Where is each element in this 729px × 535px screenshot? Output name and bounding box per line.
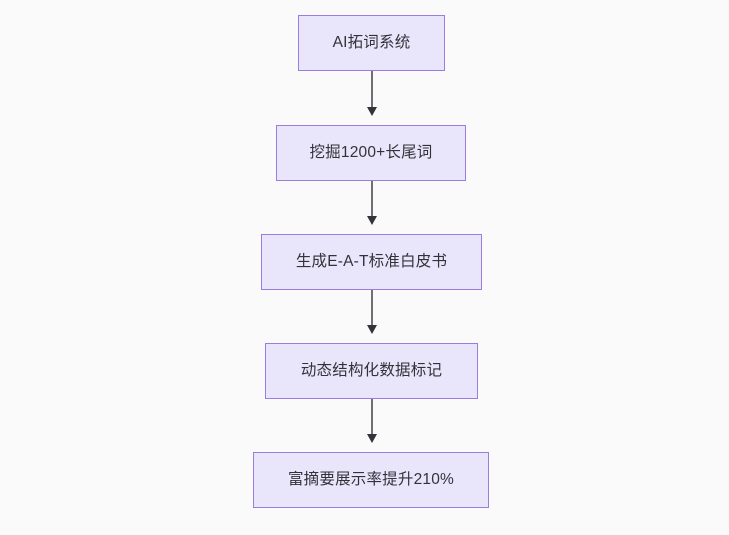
flow-node-ai-keyword-system[interactable]: AI拓词系统: [298, 15, 445, 71]
arrowhead-icon: [366, 325, 377, 334]
arrowhead-icon: [366, 107, 377, 116]
flow-node-label: 挖掘1200+长尾词: [309, 144, 433, 162]
arrowhead-icon: [366, 216, 377, 225]
flow-node-structured-data-markup[interactable]: 动态结构化数据标记: [265, 343, 478, 399]
edge-line: [371, 290, 373, 325]
flow-node-label: 生成E-A-T标准白皮书: [295, 253, 448, 271]
flow-node-longtail-mining[interactable]: 挖掘1200+长尾词: [276, 125, 466, 181]
edge-line: [371, 71, 373, 107]
arrowhead-icon: [366, 434, 377, 443]
flow-node-label: AI拓词系统: [332, 34, 411, 52]
edge-line: [371, 181, 373, 216]
flow-node-rich-snippet-result[interactable]: 富摘要展示率提升210%: [253, 452, 489, 508]
edge-line: [371, 399, 373, 434]
flow-node-eat-whitepaper[interactable]: 生成E-A-T标准白皮书: [261, 234, 482, 290]
flow-node-label: 富摘要展示率提升210%: [287, 471, 455, 489]
flow-node-label: 动态结构化数据标记: [300, 362, 443, 380]
